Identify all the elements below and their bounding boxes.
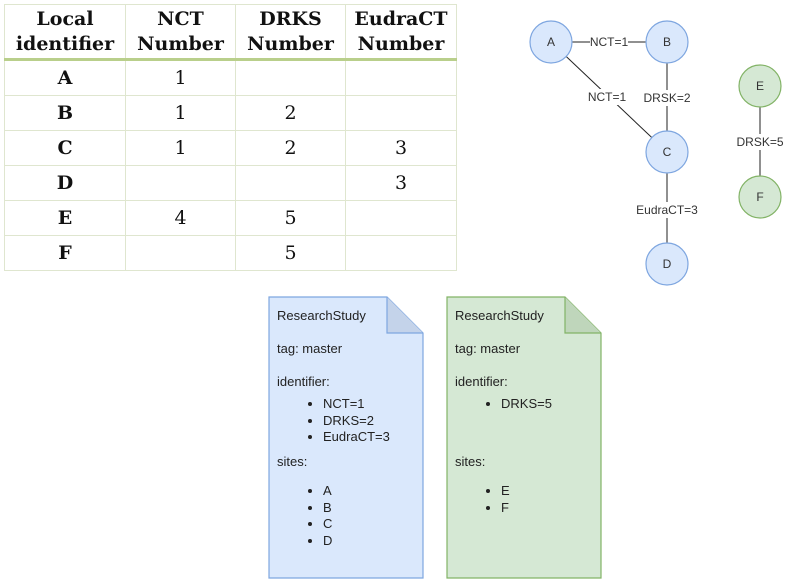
table-row: F 5 bbox=[4, 235, 457, 271]
edge-label-background bbox=[737, 134, 783, 150]
node-label-A: A bbox=[547, 35, 555, 49]
edge-label-E-F: DRSK=5 bbox=[736, 135, 783, 149]
node-C bbox=[645, 130, 689, 174]
document-tag: tag: master bbox=[455, 341, 521, 356]
list-item: B bbox=[323, 500, 427, 517]
edge-label-A-C: NCT=1 bbox=[588, 90, 627, 104]
node-label-F: F bbox=[756, 190, 763, 204]
list-item: D bbox=[323, 533, 427, 550]
document-identifier-label: identifier: bbox=[277, 374, 330, 389]
document-shape bbox=[268, 296, 424, 579]
cell-local-id: A bbox=[4, 59, 126, 96]
list-item: NCT=1 bbox=[323, 396, 427, 413]
edge-label-B-C: DRSK=2 bbox=[643, 91, 690, 105]
edge-label-background bbox=[644, 90, 690, 106]
document-sites-label: sites: bbox=[277, 454, 308, 469]
cell-drks bbox=[235, 59, 346, 96]
document-shape bbox=[446, 296, 602, 579]
node-A bbox=[529, 20, 573, 64]
cell-nct: 1 bbox=[125, 95, 236, 131]
list-item: C bbox=[323, 516, 427, 533]
list-item: E bbox=[501, 483, 605, 500]
node-label-E: E bbox=[756, 79, 764, 93]
cell-drks: 5 bbox=[235, 235, 346, 271]
node-E bbox=[738, 64, 782, 108]
document-tag: tag: master bbox=[277, 341, 343, 356]
cell-eudract bbox=[345, 235, 457, 271]
document-identifier-list: NCT=1 DRKS=2 EudraCT=3 bbox=[277, 396, 427, 454]
list-item: A bbox=[323, 483, 427, 500]
cell-local-id: D bbox=[4, 165, 126, 201]
list-item: DRKS=2 bbox=[323, 413, 427, 430]
cell-nct: 1 bbox=[125, 59, 236, 96]
document-title: ResearchStudy bbox=[277, 308, 366, 323]
edge-label-background bbox=[588, 89, 626, 105]
edge-label-background bbox=[634, 202, 700, 218]
node-label-C: C bbox=[663, 145, 672, 159]
list-item: EudraCT=3 bbox=[323, 429, 427, 446]
document-sites-label: sites: bbox=[455, 454, 486, 469]
document-sites-list: E F bbox=[455, 483, 605, 516]
node-D bbox=[645, 242, 689, 286]
cell-eudract: 3 bbox=[345, 165, 457, 201]
table-row: A 1 bbox=[4, 59, 457, 96]
edge-label-A-B: NCT=1 bbox=[590, 35, 629, 49]
list-item: DRKS=5 bbox=[501, 396, 605, 413]
node-F bbox=[738, 175, 782, 219]
cell-eudract: 3 bbox=[345, 130, 457, 166]
cell-local-id: F bbox=[4, 235, 126, 271]
list-item: F bbox=[501, 500, 605, 517]
document-identifier-label: identifier: bbox=[455, 374, 508, 389]
document-title: ResearchStudy bbox=[455, 308, 544, 323]
document-sites-list: A B C D bbox=[277, 483, 427, 549]
document-identifier-list: DRKS=5 bbox=[455, 396, 605, 454]
edge-label-C-D: EudraCT=3 bbox=[636, 203, 698, 217]
cell-nct: 1 bbox=[125, 130, 236, 166]
cell-nct: 4 bbox=[125, 200, 236, 236]
edge-label-background bbox=[590, 34, 628, 50]
node-label-D: D bbox=[663, 257, 672, 271]
node-B bbox=[645, 20, 689, 64]
cell-drks: 5 bbox=[235, 200, 346, 236]
node-label-B: B bbox=[663, 35, 671, 49]
table-row: D 3 bbox=[4, 165, 457, 201]
